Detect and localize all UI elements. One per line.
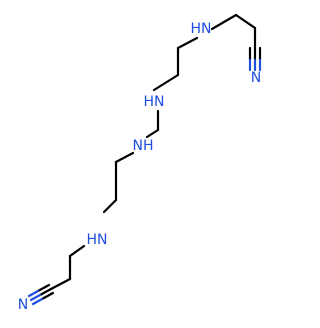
amine-label-4: HN [87,232,108,248]
bond [145,128,160,139]
skeleton-bonds [49,13,257,291]
bond [176,36,199,50]
bond [68,244,86,258]
amine-label-1: HN [191,21,212,37]
bond [27,289,40,298]
bond [114,151,135,164]
bond [31,297,44,306]
bond [234,13,257,30]
bond [102,198,118,214]
amine-label-2: HN [144,94,165,110]
nitrile-nitrogen-bottom: N [18,297,28,313]
bond [49,277,72,291]
bond [38,287,53,297]
bond [210,13,238,31]
chemical-structure: HN HN NH HN N N [18,13,262,313]
bond [40,291,55,301]
bond [29,293,42,302]
bond [152,73,180,92]
triple-bond-top [248,46,262,72]
amine-label-3: NH [133,138,154,154]
bond [36,283,51,293]
nitrile-nitrogen-top: N [251,70,261,86]
atom-labels: HN HN NH HN N N [18,21,261,313]
triple-bond-bottom [27,283,55,306]
